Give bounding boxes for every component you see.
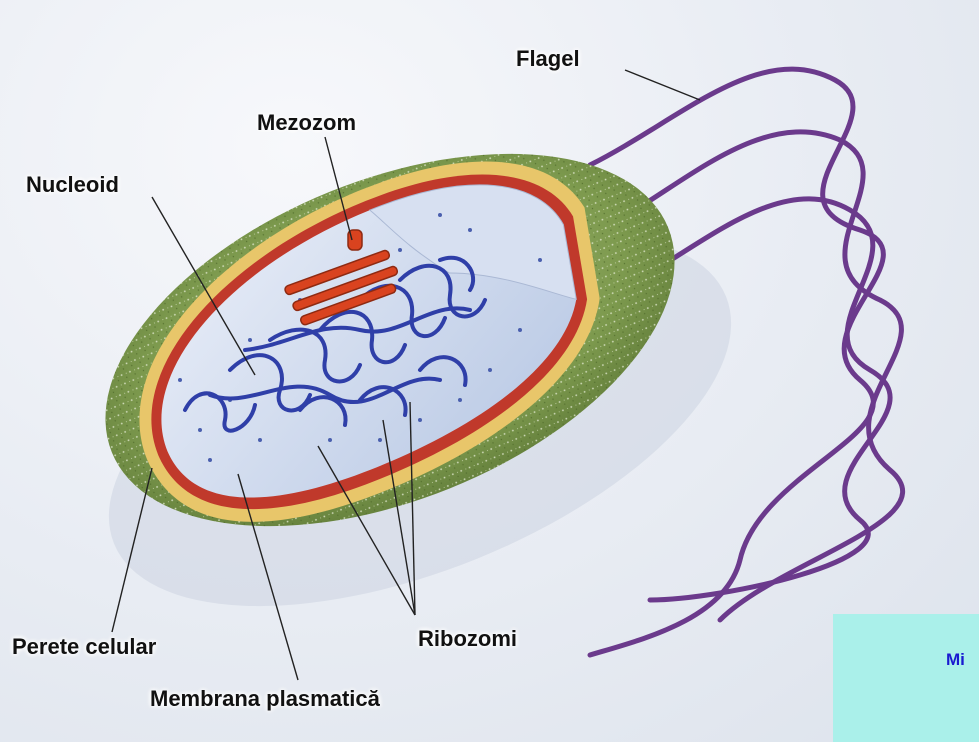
label-flagel: Flagel bbox=[516, 46, 580, 72]
label-ribozomi: Ribozomi bbox=[418, 626, 517, 652]
leader-flagel bbox=[625, 70, 700, 100]
label-nucleoid: Nucleoid bbox=[26, 172, 119, 198]
note-text: Mi bbox=[946, 650, 965, 670]
note-box: Mi bbox=[833, 614, 979, 742]
label-membrana-plasmatica: Membrana plasmatică bbox=[150, 686, 380, 712]
label-perete-celular: Perete celular bbox=[12, 634, 156, 660]
label-mezozom: Mezozom bbox=[257, 110, 356, 136]
